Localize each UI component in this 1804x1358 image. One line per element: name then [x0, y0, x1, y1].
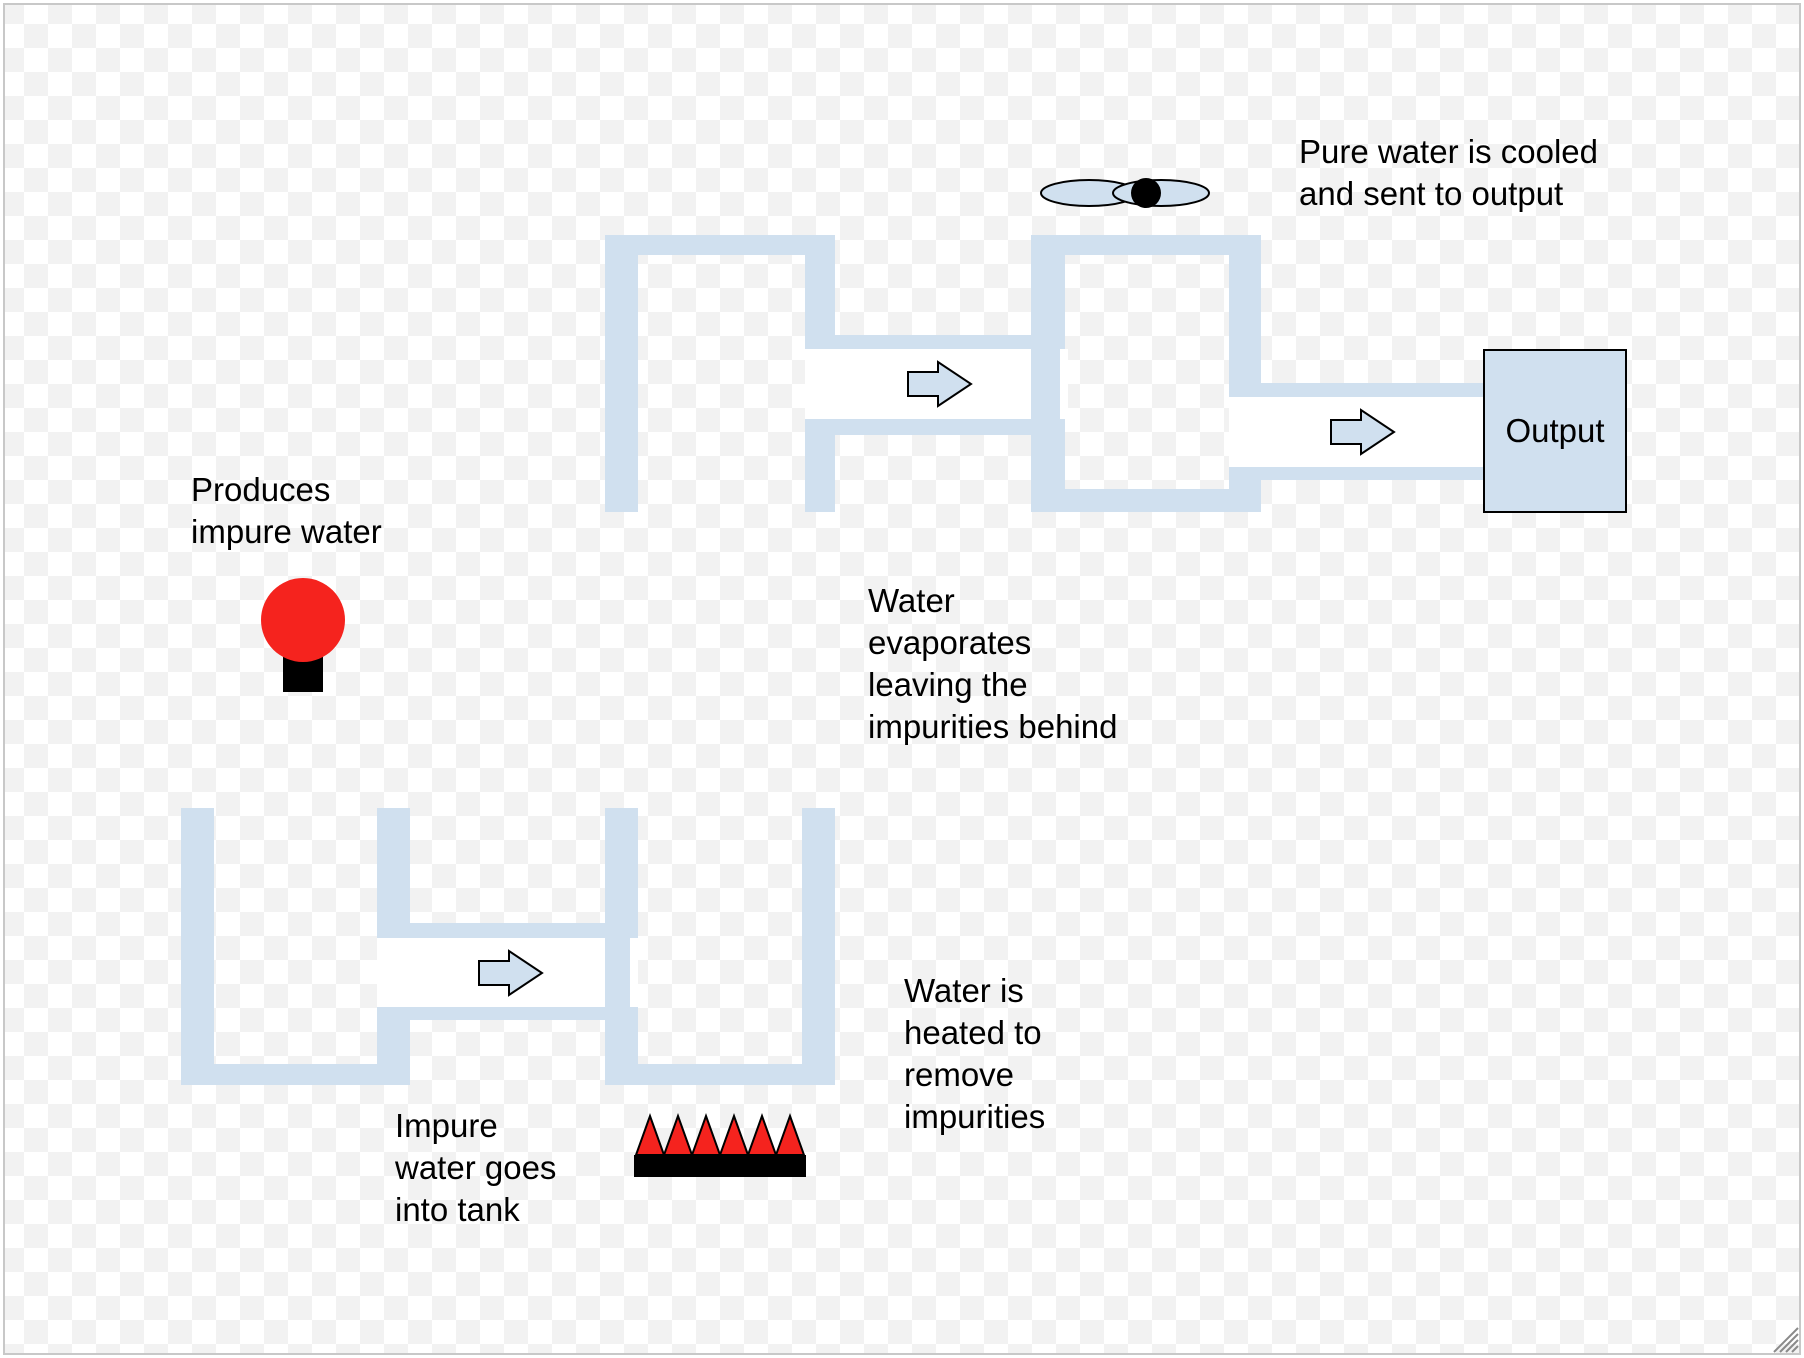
label-evaporates: Water evaporates leaving the impurities … — [868, 582, 1118, 745]
intake-tank — [181, 808, 410, 1085]
label-pure-cooled: Pure water is cooled and sent to output — [1299, 133, 1598, 212]
label-impure-source: Produces impure water — [191, 471, 382, 550]
boiler-tank — [605, 808, 835, 1085]
resize-grip-icon[interactable] — [1773, 1327, 1799, 1353]
flow-arrow-icon — [478, 949, 544, 997]
heater-flames-icon — [634, 1113, 806, 1177]
condenser-chamber — [1031, 235, 1261, 512]
flow-arrow-icon — [907, 360, 973, 408]
evaporation-chamber — [605, 235, 835, 512]
water-source-icon — [261, 578, 345, 692]
label-heated: Water is heated to remove impurities — [904, 972, 1046, 1135]
flow-arrow-icon — [1330, 408, 1396, 456]
label-into-tank: Impure water goes into tank — [395, 1107, 557, 1228]
output-label: Output — [1505, 412, 1605, 449]
output-box — [1483, 349, 1627, 513]
fan-icon — [1040, 178, 1210, 208]
